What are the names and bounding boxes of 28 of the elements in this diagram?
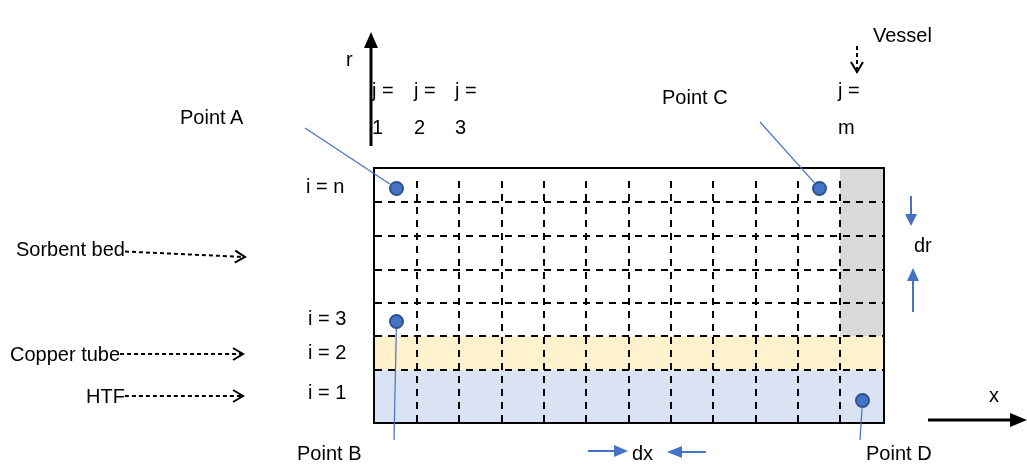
layer-label: Copper tube bbox=[10, 341, 121, 367]
index-label: j = 3 bbox=[455, 78, 478, 140]
layer-label: Sorbent bed bbox=[16, 236, 125, 262]
index-label: j = 1 bbox=[372, 78, 395, 140]
row-label: i = 3 bbox=[308, 306, 347, 331]
leader-line bbox=[393, 328, 397, 441]
point-label: Point C bbox=[662, 84, 760, 122]
row-label: i = n bbox=[306, 174, 345, 199]
dashed-arrow bbox=[123, 389, 244, 403]
point-label: Point B bbox=[297, 440, 400, 466]
index-label: j = 2 bbox=[414, 78, 437, 140]
index-label: j = m bbox=[838, 72, 870, 146]
dashed-arrow bbox=[850, 45, 864, 73]
leader-line bbox=[304, 127, 391, 185]
vessel-label: Vessel bbox=[857, 12, 952, 46]
row-label: i = 1 bbox=[308, 380, 347, 405]
axis-label: x bbox=[989, 383, 999, 408]
axis-label: r bbox=[346, 47, 353, 72]
dashed-arrow bbox=[124, 249, 246, 264]
point-label: Point D bbox=[856, 440, 956, 466]
leader-line bbox=[859, 407, 863, 441]
point-label: Point A bbox=[180, 104, 305, 130]
row-label: i = 2 bbox=[308, 340, 347, 365]
dimension-label: dr bbox=[914, 233, 932, 258]
layer-label: HTF bbox=[86, 383, 125, 409]
dashed-arrow bbox=[119, 347, 244, 361]
leader-line bbox=[759, 121, 816, 184]
dimension-label: dx bbox=[632, 441, 654, 466]
